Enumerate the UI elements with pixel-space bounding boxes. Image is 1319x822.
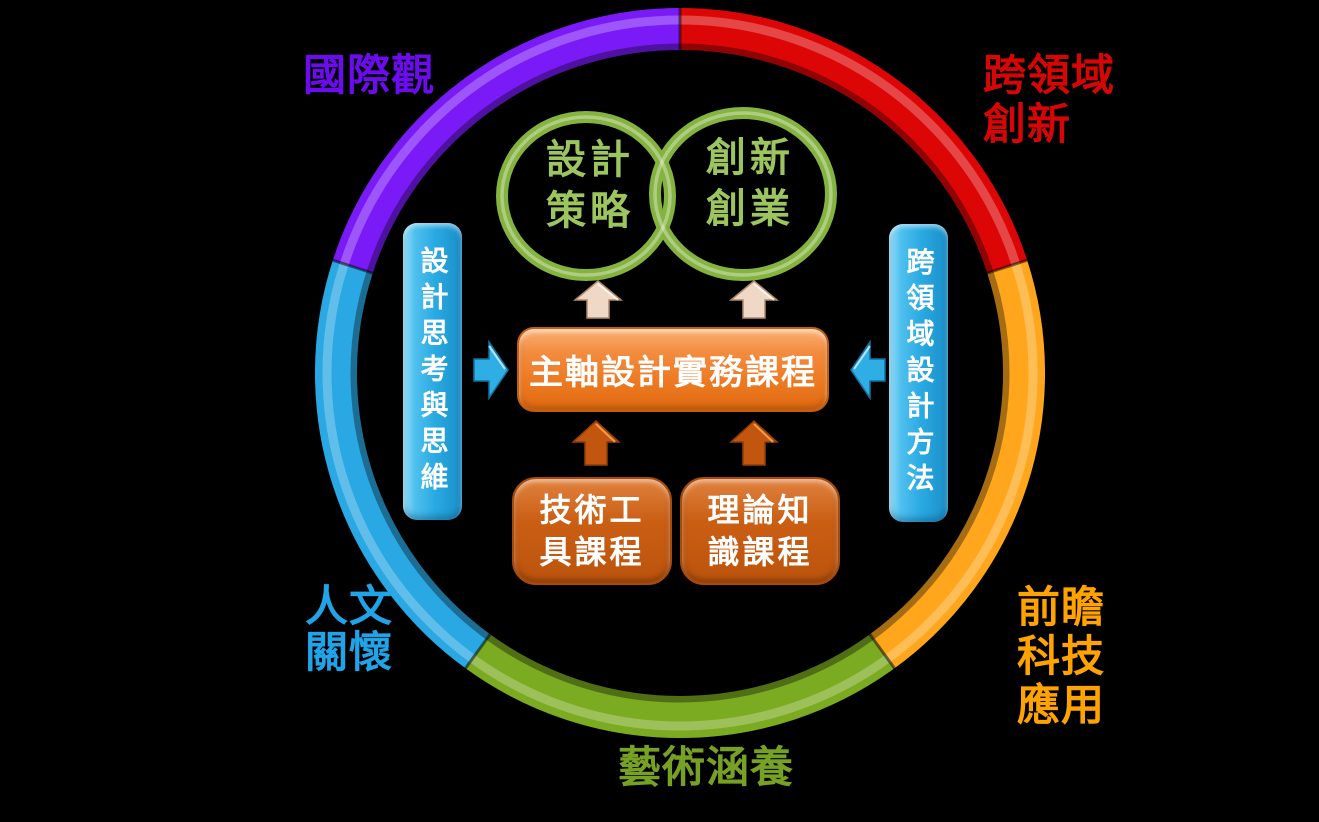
orange-up-arrow-left <box>571 419 621 466</box>
label-line: 創新 <box>706 135 794 181</box>
label-line: 創業 <box>706 186 794 232</box>
ring-seams <box>331 7 1029 670</box>
venn-label-design-strategy: 設計 策略 <box>505 135 675 237</box>
ring-segment-red <box>679 8 1028 274</box>
main-design-practice-course-box: 主軸設計實務課程 <box>517 327 829 412</box>
venn-circle-left <box>496 111 676 281</box>
venn-circle-right <box>649 107 837 281</box>
label-cross-domain-innovation: 跨領域 創新 <box>983 52 1115 150</box>
label-line: 具課程 <box>539 533 645 571</box>
label-line: 技術工 <box>539 491 645 529</box>
venn-circle-left-highlight <box>500 115 672 277</box>
beige-up-arrow-left <box>572 280 624 319</box>
ring-segment-blue <box>314 260 491 669</box>
label-line: 識課程 <box>707 533 813 571</box>
label-line: 前瞻 <box>1017 583 1105 633</box>
label-line: 人文 <box>305 582 393 632</box>
label-line: 應用 <box>1017 681 1105 731</box>
label-international: 國際觀 <box>303 51 435 101</box>
theory-knowledge-course-box: 理論知 識課程 <box>680 477 840 585</box>
label-line: 設計 <box>546 137 634 183</box>
label-line: 理論知 <box>707 491 813 529</box>
orange-up-arrow-right <box>729 419 779 466</box>
venn-circles <box>496 107 837 281</box>
ring-segment-orange <box>869 260 1046 669</box>
beige-up-arrow-right <box>728 280 780 319</box>
design-thinking-pill: 設計思考與思維 <box>403 223 462 520</box>
label-arts-cultivation: 藝術涵養 <box>618 743 794 793</box>
label-line: 策略 <box>546 188 634 234</box>
blue-left-arrow <box>850 339 886 401</box>
label-line: 創新 <box>983 100 1071 150</box>
outer-ring <box>314 7 1046 738</box>
technical-tools-course-box: 技術工 具課程 <box>512 477 672 585</box>
venn-circle-right-highlight <box>653 111 833 277</box>
venn-label-innovation-entrepreneurship: 創新 創業 <box>665 133 835 235</box>
ring-segment-purple <box>332 8 681 274</box>
label-humanistic-care: 人文 關懷 <box>305 584 393 676</box>
label-line: 關懷 <box>305 628 393 678</box>
label-line: 科技 <box>1017 632 1105 682</box>
blue-right-arrow <box>473 339 509 401</box>
label-future-tech-application: 前瞻 科技 應用 <box>1017 584 1105 731</box>
cross-domain-design-methods-pill: 跨領域設計方法 <box>889 224 948 522</box>
ring-segment-green <box>465 634 895 738</box>
label-line: 跨領域 <box>983 51 1115 101</box>
